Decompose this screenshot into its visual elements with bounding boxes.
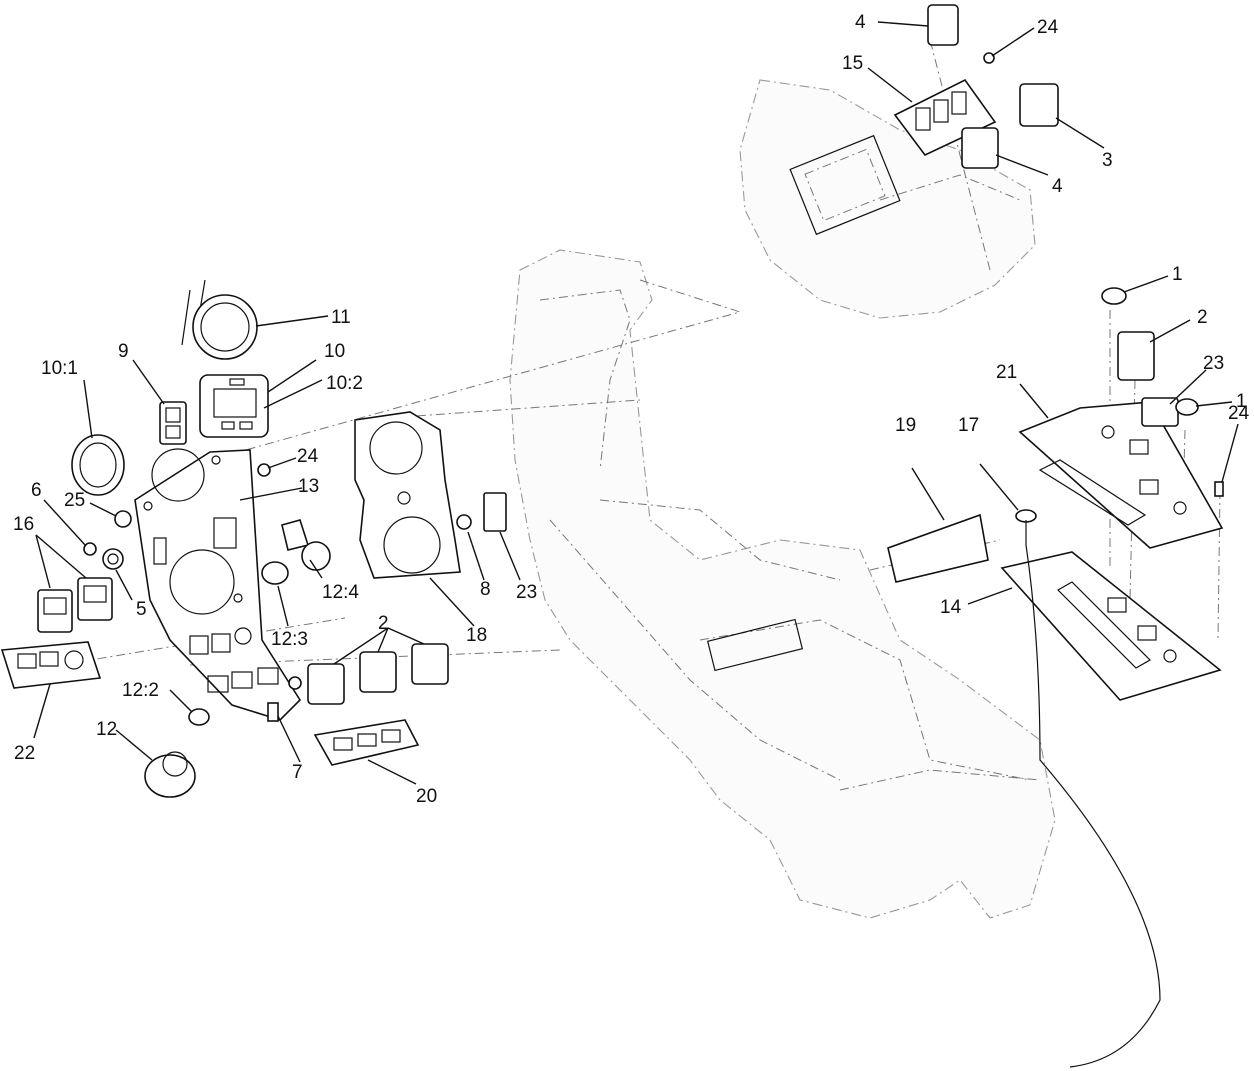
callout-24-left: 24 <box>297 446 319 467</box>
rocker-4-top <box>927 4 959 46</box>
plug-1-top <box>1101 287 1127 305</box>
screw-7 <box>267 702 279 722</box>
display-10 <box>199 374 269 438</box>
callout-7: 7 <box>292 762 303 783</box>
leader-lines <box>33 21 1239 785</box>
screw-7-b <box>288 676 302 690</box>
switch-3 <box>1019 83 1059 127</box>
plug-8 <box>456 514 472 530</box>
nut-12-2 <box>188 708 210 726</box>
grommet-25 <box>114 510 132 528</box>
rocker-switches-2 <box>307 643 449 705</box>
callout-9: 9 <box>118 341 129 362</box>
backing-plate-18 <box>354 411 461 579</box>
callout-4-top: 4 <box>855 12 866 33</box>
callout-16: 16 <box>13 514 34 535</box>
callout-21: 21 <box>996 362 1017 383</box>
callout-1-mid: 1 <box>1236 391 1247 412</box>
callout-12: 12 <box>96 719 117 740</box>
switches-16 <box>37 577 113 633</box>
callout-labels: 4 24 15 3 4 1 2 23 21 1 24 19 17 14 11 1… <box>13 12 1250 807</box>
callout-18: 18 <box>466 625 487 646</box>
switch-plate-15 <box>893 78 997 157</box>
screw-24-right <box>1214 481 1224 497</box>
callout-12-4: 12:4 <box>322 582 359 603</box>
callout-23-right: 23 <box>1203 353 1224 374</box>
switch-bezel-20 <box>313 719 420 766</box>
callout-2-left: 2 <box>378 613 389 634</box>
nut-24-top <box>983 52 995 64</box>
callout-23-left: 23 <box>516 582 537 603</box>
cable-17 <box>1015 509 1161 1068</box>
bezel-12-3 <box>261 561 289 585</box>
callout-14: 14 <box>940 597 962 618</box>
callout-10-1: 10:1 <box>41 358 78 379</box>
callout-1-top: 1 <box>1172 264 1183 285</box>
callout-13: 13 <box>298 476 319 497</box>
base-plate-14 <box>1000 551 1222 701</box>
plug-6 <box>83 542 97 556</box>
nut-24-left <box>257 463 271 477</box>
dash-panel <box>134 448 302 721</box>
callout-24-right: 24 <box>1228 403 1250 424</box>
power-outlet-12 <box>144 751 196 798</box>
bezel-10-1 <box>71 434 125 496</box>
callout-17: 17 <box>958 415 979 436</box>
callout-24-top: 24 <box>1037 17 1059 38</box>
decal-19 <box>887 513 989 583</box>
callout-12-2: 12:2 <box>122 680 159 701</box>
callout-20: 20 <box>416 786 437 807</box>
callout-10-2: 10:2 <box>326 373 363 394</box>
rocker-2-right <box>1117 331 1155 381</box>
blank-23-left <box>483 492 507 532</box>
connector-5-inner <box>107 553 119 565</box>
plug-1-mid <box>1175 398 1199 416</box>
callout-4-right: 4 <box>1052 176 1063 197</box>
top-plate-21 <box>1018 401 1224 549</box>
console-housing <box>509 249 1056 919</box>
callout-6: 6 <box>31 480 42 501</box>
callout-3: 3 <box>1102 150 1113 171</box>
rocker-4-right <box>961 127 999 169</box>
bezel-22 <box>0 641 102 689</box>
callout-25: 25 <box>64 490 85 511</box>
callout-15: 15 <box>842 53 863 74</box>
console-cap <box>739 79 1036 319</box>
indicator-9 <box>159 401 187 445</box>
callout-8: 8 <box>480 579 491 600</box>
connector-5 <box>102 548 124 570</box>
callout-19: 19 <box>895 415 916 436</box>
callout-12-3: 12:3 <box>271 629 308 650</box>
callout-11: 11 <box>331 307 351 328</box>
callout-5: 5 <box>136 599 147 620</box>
callout-22: 22 <box>14 743 35 764</box>
keyswitch-12-4 <box>281 519 331 571</box>
gauge-11 <box>181 279 258 360</box>
callout-2-right: 2 <box>1197 307 1208 328</box>
callout-10: 10 <box>324 341 345 362</box>
